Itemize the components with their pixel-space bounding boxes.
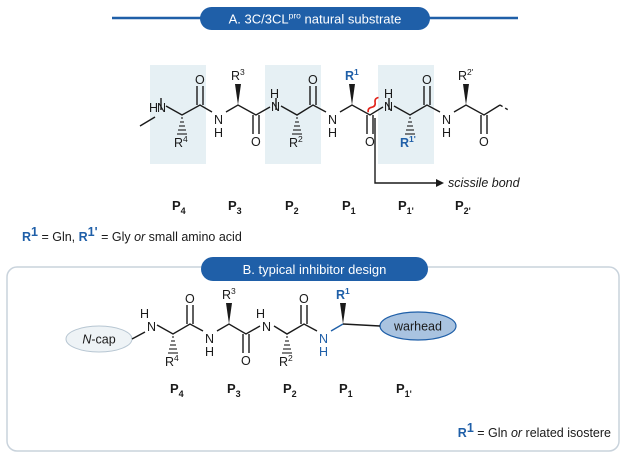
- substrate-atom-labels: HN NH HN NH HN NH O O O O O O R4 R3 R2 R…: [149, 67, 489, 150]
- svg-text:O: O: [185, 292, 195, 306]
- svg-text:O: O: [241, 354, 251, 368]
- panel-b-title-banner: [201, 257, 428, 281]
- svg-text:O: O: [195, 73, 205, 87]
- svg-text:H: H: [214, 126, 223, 140]
- panel-a-title: A. 3C/3CLpro natural substrate: [229, 11, 402, 27]
- svg-text:O: O: [479, 135, 489, 149]
- svg-text:O: O: [251, 135, 261, 149]
- svg-text:N: N: [214, 113, 223, 127]
- panel-a: A. 3C/3CLpro natural substrate: [22, 7, 521, 244]
- svg-text:H: H: [140, 307, 149, 321]
- svg-text:N: N: [384, 100, 393, 114]
- position-label-p1prime: P1': [398, 198, 414, 216]
- svg-text:N: N: [262, 320, 271, 334]
- panel-b: B. typical inhibitor design N-cap warhea…: [6, 257, 620, 452]
- n-cap-label: N-cap: [82, 333, 115, 347]
- svg-text:R2': R2': [458, 67, 474, 83]
- svg-text:R3: R3: [222, 286, 236, 302]
- svg-text:R2: R2: [279, 353, 293, 369]
- inhibitor-carbonyls: [186, 305, 308, 353]
- position-label-p2: P2: [285, 198, 299, 216]
- svg-text:R1: R1: [336, 286, 350, 302]
- highlight-box-p1prime: [378, 65, 434, 164]
- inhibitor-side-chains: [168, 303, 346, 354]
- panel-b-title: B. typical inhibitor design: [243, 262, 387, 277]
- carbonyl-groups: [196, 86, 488, 134]
- panel-b-footnote: R1 = Gln or related isostere: [458, 421, 611, 440]
- svg-text:O: O: [299, 292, 309, 306]
- panel-b-position-labels: P4 P3 P2 P1 P1': [170, 381, 412, 399]
- svg-text:H: H: [205, 345, 214, 359]
- r1prime-label: R1': [400, 134, 416, 150]
- svg-text:H: H: [270, 87, 279, 101]
- panel-a-position-labels: P4 P3 P2 P1 P1' P2': [172, 198, 471, 216]
- position-label-b-p1: P1: [339, 381, 353, 399]
- svg-text:O: O: [422, 73, 432, 87]
- svg-text:N: N: [205, 332, 214, 346]
- inhibitor-backbone: [131, 323, 381, 340]
- highlight-box-p4: [150, 65, 206, 164]
- svg-text:N: N: [147, 320, 156, 334]
- scissile-arrow: [374, 118, 438, 184]
- position-label-p1: P1: [342, 198, 356, 216]
- svg-text:O: O: [365, 135, 375, 149]
- r1-label: R1: [345, 67, 359, 83]
- svg-text:R3: R3: [231, 67, 245, 83]
- svg-text:N: N: [157, 101, 166, 115]
- position-label-p3: P3: [228, 198, 242, 216]
- side-chain-bonds: [177, 84, 469, 135]
- svg-text:H: H: [256, 307, 265, 321]
- svg-text:H: H: [384, 87, 393, 101]
- svg-text:H: H: [149, 101, 158, 115]
- highlight-box-p2: [265, 65, 321, 164]
- scissile-bond-label: scissile bond: [448, 176, 521, 190]
- position-label-b-p2: P2: [283, 381, 297, 399]
- position-label-b-p1prime: P1': [396, 381, 412, 399]
- svg-text:N: N: [271, 100, 280, 114]
- svg-text:O: O: [308, 73, 318, 87]
- substrate-backbone: [139, 98, 511, 127]
- svg-text:N: N: [319, 332, 328, 346]
- svg-text:H: H: [442, 126, 451, 140]
- position-label-b-p4: P4: [170, 381, 184, 399]
- svg-text:N: N: [442, 113, 451, 127]
- position-label-p4: P4: [172, 198, 186, 216]
- svg-text:R2: R2: [289, 134, 303, 150]
- svg-text:H: H: [328, 126, 337, 140]
- svg-text:R4: R4: [165, 353, 179, 369]
- scissile-bond-marker: [367, 96, 379, 113]
- warhead-label: warhead: [393, 320, 442, 334]
- svg-text:R4: R4: [174, 134, 188, 150]
- panel-a-footnote: R1 = Gln, R1' = Gly or small amino acid: [22, 225, 242, 244]
- svg-text:H: H: [319, 345, 328, 359]
- position-label-b-p3: P3: [227, 381, 241, 399]
- panel-a-title-banner: [200, 7, 430, 30]
- scissile-arrowhead: [436, 179, 444, 187]
- position-label-p2prime: P2': [455, 198, 471, 216]
- inhibitor-atom-labels: HN NH HN NH O O O R4 R3 R2 R1: [140, 286, 350, 369]
- panel-b-border: [6, 266, 620, 452]
- svg-text:N: N: [328, 113, 337, 127]
